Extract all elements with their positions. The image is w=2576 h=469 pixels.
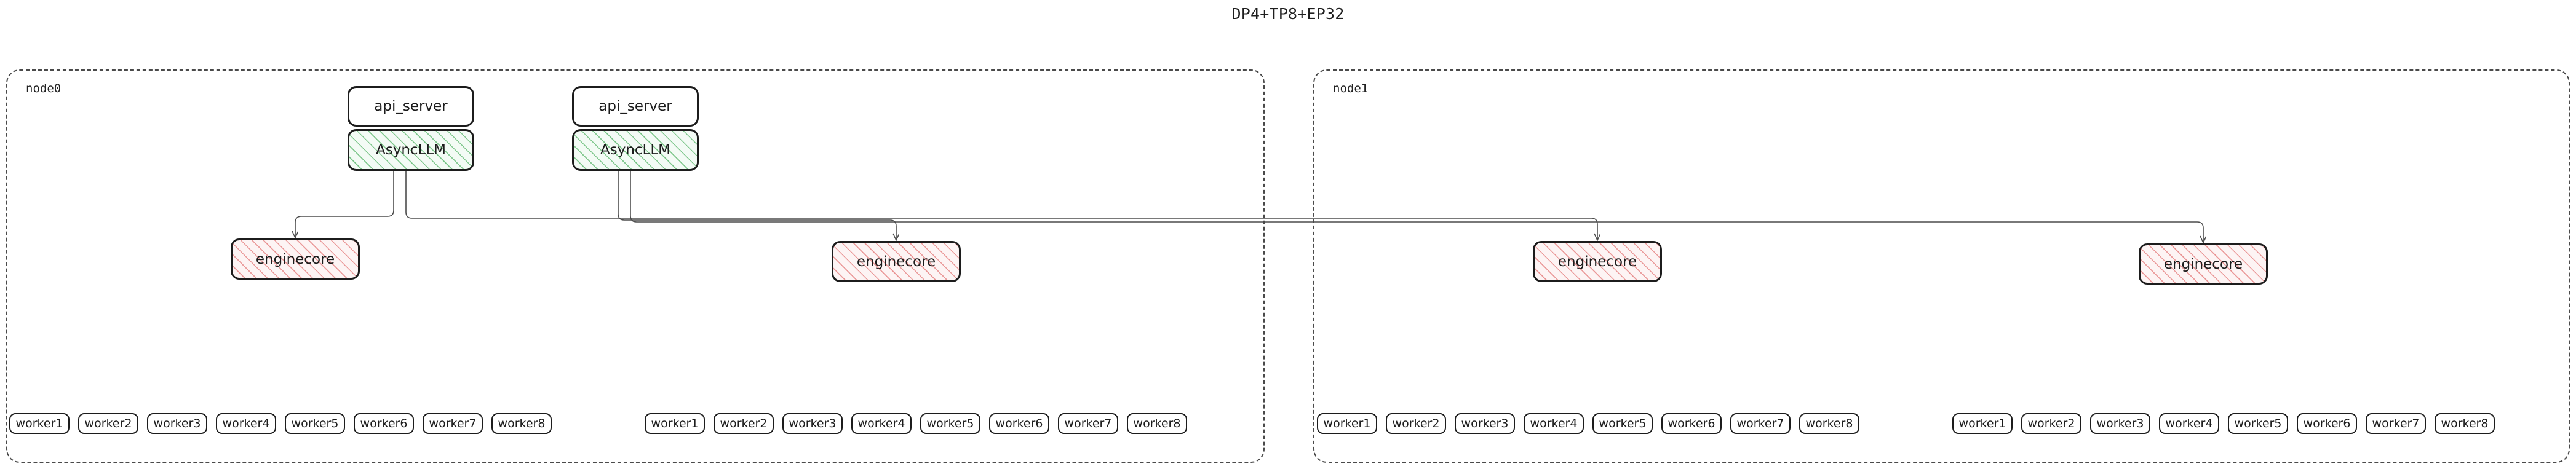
worker-box-node1-1-6[interactable]: worker7 — [2366, 413, 2426, 434]
worker-label: worker5 — [1599, 417, 1647, 430]
asyncllm-box-node0-1[interactable]: AsyncLLM — [572, 129, 699, 171]
worker-label: worker3 — [1461, 417, 1509, 430]
worker-box-node1-0-4[interactable]: worker5 — [1592, 413, 1653, 434]
enginecore-box-node0-0[interactable]: enginecore — [231, 238, 360, 280]
worker-box-node0-0-6[interactable]: worker7 — [423, 413, 483, 434]
worker-label: worker1 — [15, 417, 63, 430]
worker-box-node1-1-0[interactable]: worker1 — [1952, 413, 2013, 434]
worker-label: worker7 — [1064, 417, 1112, 430]
worker-label: worker1 — [1958, 417, 2006, 430]
worker-label: worker8 — [1133, 417, 1181, 430]
worker-box-node0-0-0[interactable]: worker1 — [9, 413, 70, 434]
worker-box-node1-1-4[interactable]: worker5 — [2228, 413, 2288, 434]
worker-label: worker3 — [153, 417, 201, 430]
worker-label: worker7 — [1736, 417, 1784, 430]
node-label-node1: node1 — [1333, 82, 1369, 95]
node-group-node0: node0 — [6, 69, 1265, 463]
worker-box-node0-0-5[interactable]: worker6 — [354, 413, 414, 434]
worker-label: worker2 — [2027, 417, 2075, 430]
enginecore-label: enginecore — [255, 251, 335, 267]
page-title: DP4+TP8+EP32 — [1231, 5, 1345, 23]
worker-label: worker5 — [2234, 417, 2282, 430]
node-label-node0: node0 — [26, 82, 62, 95]
worker-label: worker8 — [1805, 417, 1853, 430]
worker-box-node0-1-2[interactable]: worker3 — [782, 413, 843, 434]
worker-box-node0-0-3[interactable]: worker4 — [216, 413, 276, 434]
worker-box-node1-0-1[interactable]: worker2 — [1386, 413, 1446, 434]
worker-box-node0-1-0[interactable]: worker1 — [645, 413, 705, 434]
node-group-node1: node1 — [1313, 69, 2570, 463]
worker-label: worker3 — [2096, 417, 2144, 430]
worker-label: worker3 — [789, 417, 837, 430]
api-server-box-node0-0[interactable]: api_server — [348, 86, 474, 127]
worker-label: worker2 — [720, 417, 768, 430]
worker-box-node1-1-1[interactable]: worker2 — [2021, 413, 2081, 434]
worker-label: worker1 — [651, 417, 699, 430]
worker-label: worker2 — [1392, 417, 1440, 430]
worker-label: worker6 — [1668, 417, 1715, 430]
enginecore-box-node1-0[interactable]: enginecore — [1533, 241, 1662, 282]
enginecore-label: enginecore — [856, 253, 936, 270]
worker-box-node0-1-1[interactable]: worker2 — [714, 413, 774, 434]
enginecore-label: enginecore — [2163, 256, 2243, 272]
api-server-label: api_server — [598, 98, 672, 114]
api-server-label: api_server — [374, 98, 448, 114]
enginecore-box-node1-1[interactable]: enginecore — [2139, 243, 2268, 285]
worker-box-node1-1-7[interactable]: worker8 — [2435, 413, 2495, 434]
worker-box-node1-1-2[interactable]: worker3 — [2090, 413, 2150, 434]
worker-label: worker8 — [2441, 417, 2489, 430]
worker-label: worker7 — [2372, 417, 2420, 430]
worker-box-node1-0-6[interactable]: worker7 — [1730, 413, 1791, 434]
enginecore-box-node0-1[interactable]: enginecore — [832, 241, 961, 282]
worker-box-node0-1-5[interactable]: worker6 — [989, 413, 1049, 434]
worker-label: worker5 — [291, 417, 339, 430]
worker-box-node0-0-2[interactable]: worker3 — [147, 413, 207, 434]
worker-label: worker2 — [84, 417, 132, 430]
worker-label: worker5 — [926, 417, 974, 430]
worker-label: worker7 — [429, 417, 477, 430]
worker-label: worker6 — [360, 417, 408, 430]
worker-box-node1-0-5[interactable]: worker6 — [1661, 413, 1722, 434]
worker-box-node1-0-3[interactable]: worker4 — [1524, 413, 1584, 434]
worker-label: worker4 — [222, 417, 270, 430]
asyncllm-box-node0-0[interactable]: AsyncLLM — [348, 129, 474, 171]
worker-label: worker4 — [2165, 417, 2213, 430]
worker-box-node0-1-7[interactable]: worker8 — [1127, 413, 1187, 434]
worker-box-node1-0-7[interactable]: worker8 — [1799, 413, 1859, 434]
worker-label: worker4 — [1530, 417, 1578, 430]
worker-box-node0-0-7[interactable]: worker8 — [491, 413, 552, 434]
worker-box-node1-0-2[interactable]: worker3 — [1455, 413, 1515, 434]
enginecore-label: enginecore — [1557, 253, 1637, 270]
asyncllm-label: AsyncLLM — [375, 142, 447, 158]
worker-box-node0-0-4[interactable]: worker5 — [285, 413, 345, 434]
worker-box-node0-1-3[interactable]: worker4 — [851, 413, 912, 434]
worker-box-node0-1-4[interactable]: worker5 — [920, 413, 980, 434]
worker-box-node1-1-5[interactable]: worker6 — [2297, 413, 2357, 434]
worker-box-node1-0-0[interactable]: worker1 — [1317, 413, 1377, 434]
asyncllm-label: AsyncLLM — [600, 142, 671, 158]
api-server-box-node0-1[interactable]: api_server — [572, 86, 699, 127]
worker-label: worker8 — [498, 417, 546, 430]
worker-box-node0-0-1[interactable]: worker2 — [78, 413, 138, 434]
worker-box-node1-1-3[interactable]: worker4 — [2159, 413, 2219, 434]
worker-label: worker1 — [1323, 417, 1371, 430]
worker-label: worker6 — [995, 417, 1043, 430]
worker-box-node0-1-6[interactable]: worker7 — [1058, 413, 1118, 434]
worker-label: worker4 — [857, 417, 905, 430]
worker-label: worker6 — [2303, 417, 2351, 430]
